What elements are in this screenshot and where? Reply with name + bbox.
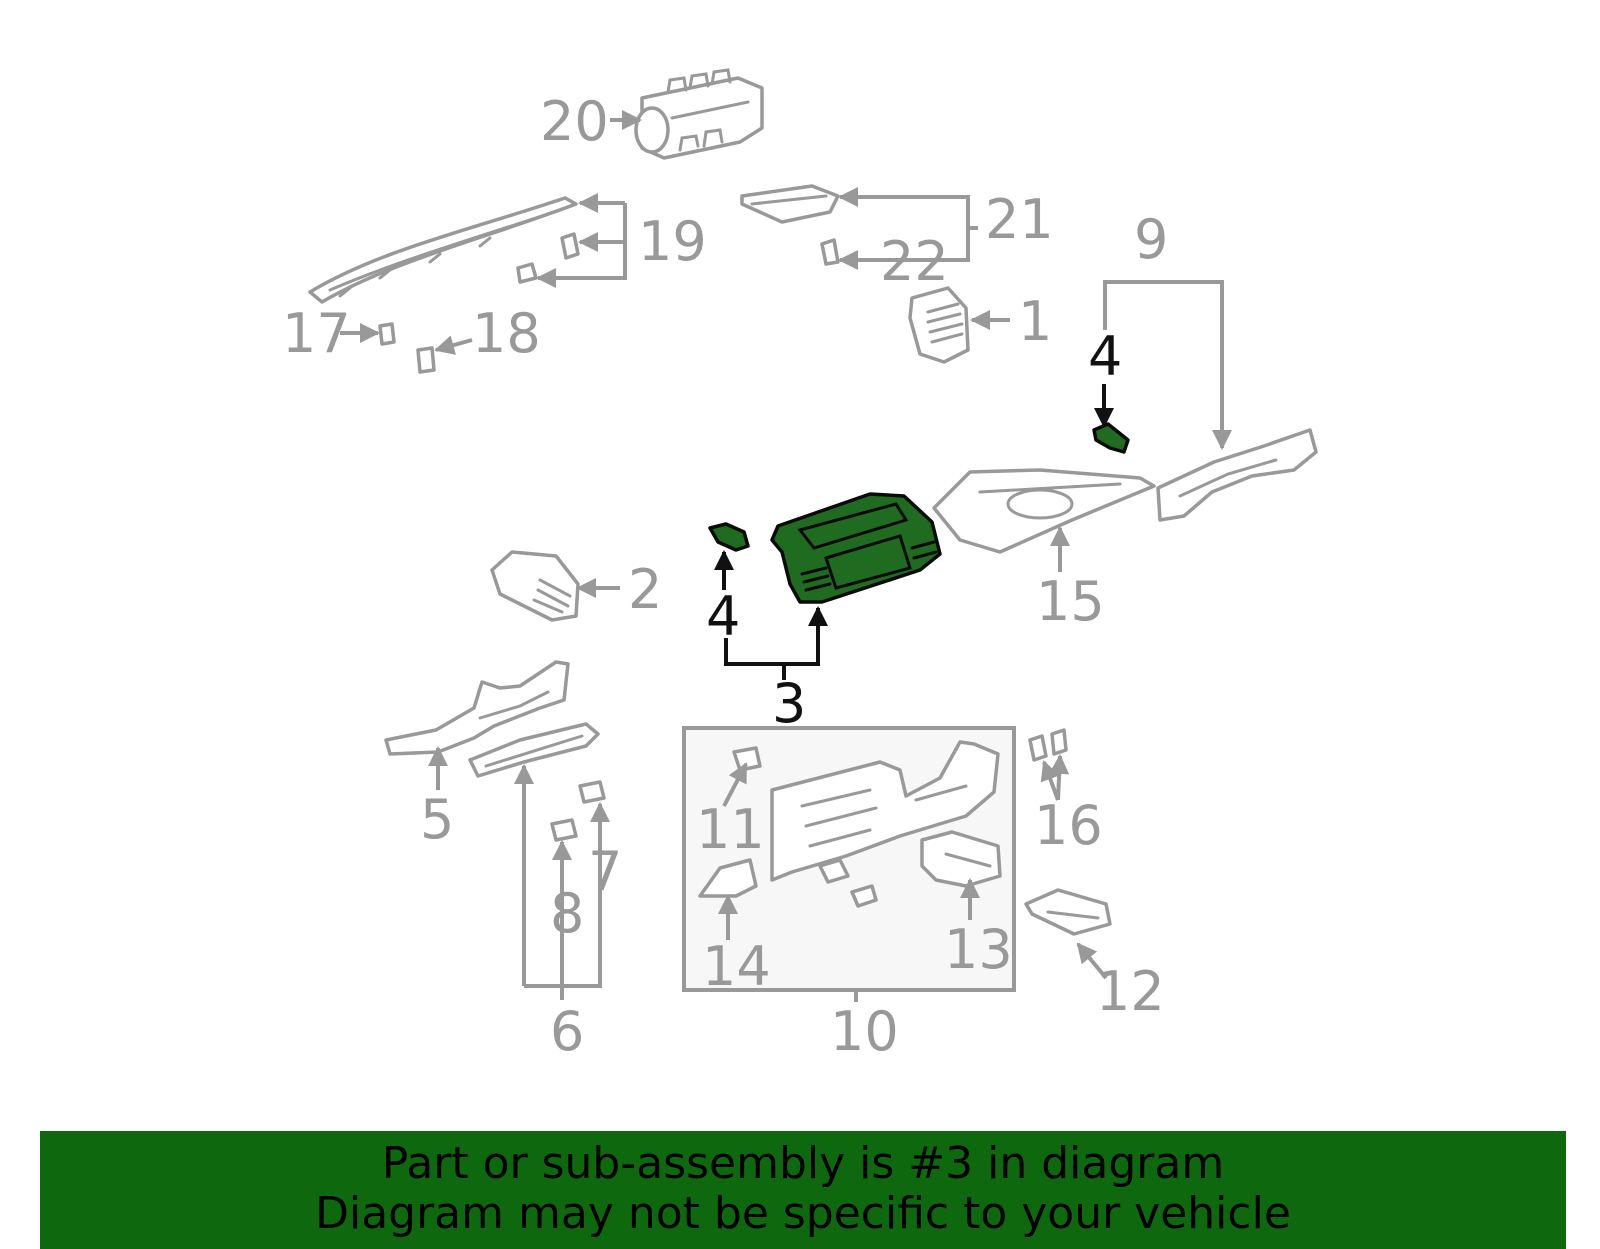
part-10-lower-panel[interactable] [770, 740, 1000, 882]
label-17: 17 [282, 302, 351, 365]
label-6: 6 [550, 1000, 584, 1063]
part-9-duct[interactable] [1156, 428, 1318, 522]
part-18-clip[interactable] [416, 346, 436, 374]
part-21-cover-panel[interactable] [740, 184, 840, 224]
label-11: 11 [696, 798, 765, 861]
label-2: 2 [628, 558, 662, 621]
part-8-clip[interactable] [550, 818, 578, 842]
part-11-clip[interactable] [732, 746, 762, 772]
part-12-tray[interactable] [1024, 888, 1112, 936]
label-20: 20 [540, 90, 609, 153]
part-10-small-clips[interactable] [818, 858, 878, 908]
part-19-clip[interactable] [516, 232, 580, 284]
label-4-right: 4 [1088, 325, 1122, 388]
label-16: 16 [1034, 794, 1103, 857]
label-22: 22 [880, 230, 949, 293]
part-4-clip-left[interactable] [708, 522, 750, 552]
info-banner: Part or sub-assembly is #3 in diagram Di… [40, 1131, 1566, 1249]
label-13: 13 [944, 918, 1013, 981]
part-13-cup-holder[interactable] [920, 830, 1002, 888]
part-15-shelf[interactable] [932, 468, 1156, 554]
label-5: 5 [420, 788, 454, 851]
part-20-airbag-module[interactable] [634, 68, 764, 160]
part-7-clip[interactable] [578, 780, 606, 804]
label-10: 10 [830, 1000, 899, 1063]
label-12: 12 [1096, 960, 1165, 1023]
part-2-air-vent[interactable] [490, 550, 580, 622]
part-17-clip[interactable] [378, 322, 396, 346]
label-8: 8 [550, 882, 584, 945]
banner-line-1: Part or sub-assembly is #3 in diagram [381, 1138, 1225, 1189]
label-4-left: 4 [706, 585, 740, 648]
label-15: 15 [1036, 570, 1105, 633]
part-4-clip-right[interactable] [1092, 422, 1130, 454]
label-21: 21 [985, 188, 1054, 251]
part-22-clip[interactable] [820, 238, 840, 266]
label-7: 7 [588, 840, 622, 903]
label-18: 18 [472, 302, 541, 365]
part-6-duct[interactable] [468, 722, 600, 778]
part-1-air-vent[interactable] [908, 286, 970, 364]
part-3-instrument-panel-assembly[interactable] [770, 492, 942, 604]
label-14: 14 [702, 935, 771, 998]
part-16-clips[interactable] [1028, 728, 1068, 762]
part-5-bracket[interactable] [384, 660, 570, 756]
part-17-molding-strip[interactable] [308, 196, 578, 304]
label-19: 19 [638, 210, 707, 273]
label-3: 3 [772, 672, 806, 735]
label-1: 1 [1018, 290, 1052, 353]
parts-diagram: 20 19 17 18 21 22 1 9 4 [282, 68, 1318, 1063]
label-9: 9 [1134, 208, 1168, 271]
banner-line-2: Diagram may not be specific to your vehi… [315, 1188, 1291, 1239]
